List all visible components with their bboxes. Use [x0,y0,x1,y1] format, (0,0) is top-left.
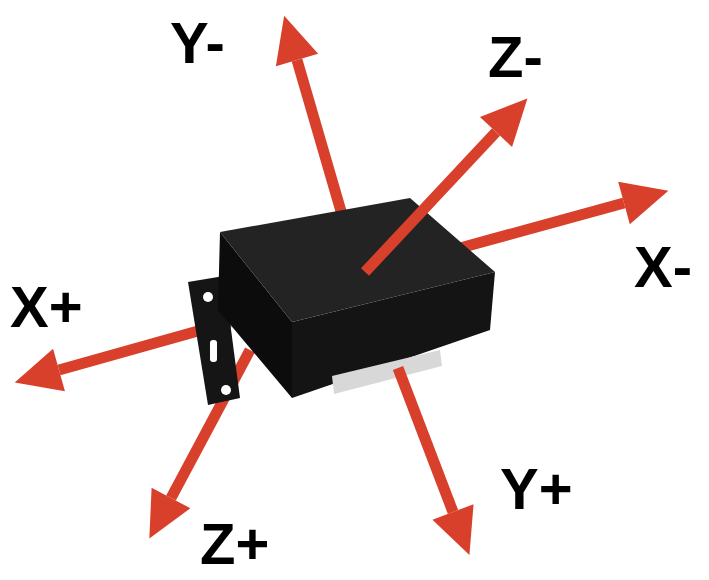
axis-arrows-front [365,132,496,512]
sensor-box [188,198,495,405]
axis-label: Y- [170,14,225,72]
axis-arrow [460,203,624,248]
mount-hole [203,292,213,302]
mount-hole [221,385,231,395]
axis-label: X- [634,238,692,296]
axis-arrow [297,60,345,225]
axis-arrow [365,132,496,272]
box-top [220,198,495,322]
axis-arrows-back [59,60,624,498]
axis-label: Z- [488,28,543,86]
axis-label: Z+ [200,515,269,573]
axis-arrow [398,368,453,512]
axis-label: X+ [10,278,83,336]
connector [332,350,442,394]
mount-slot [210,340,217,362]
axis-label: Y+ [500,460,573,518]
